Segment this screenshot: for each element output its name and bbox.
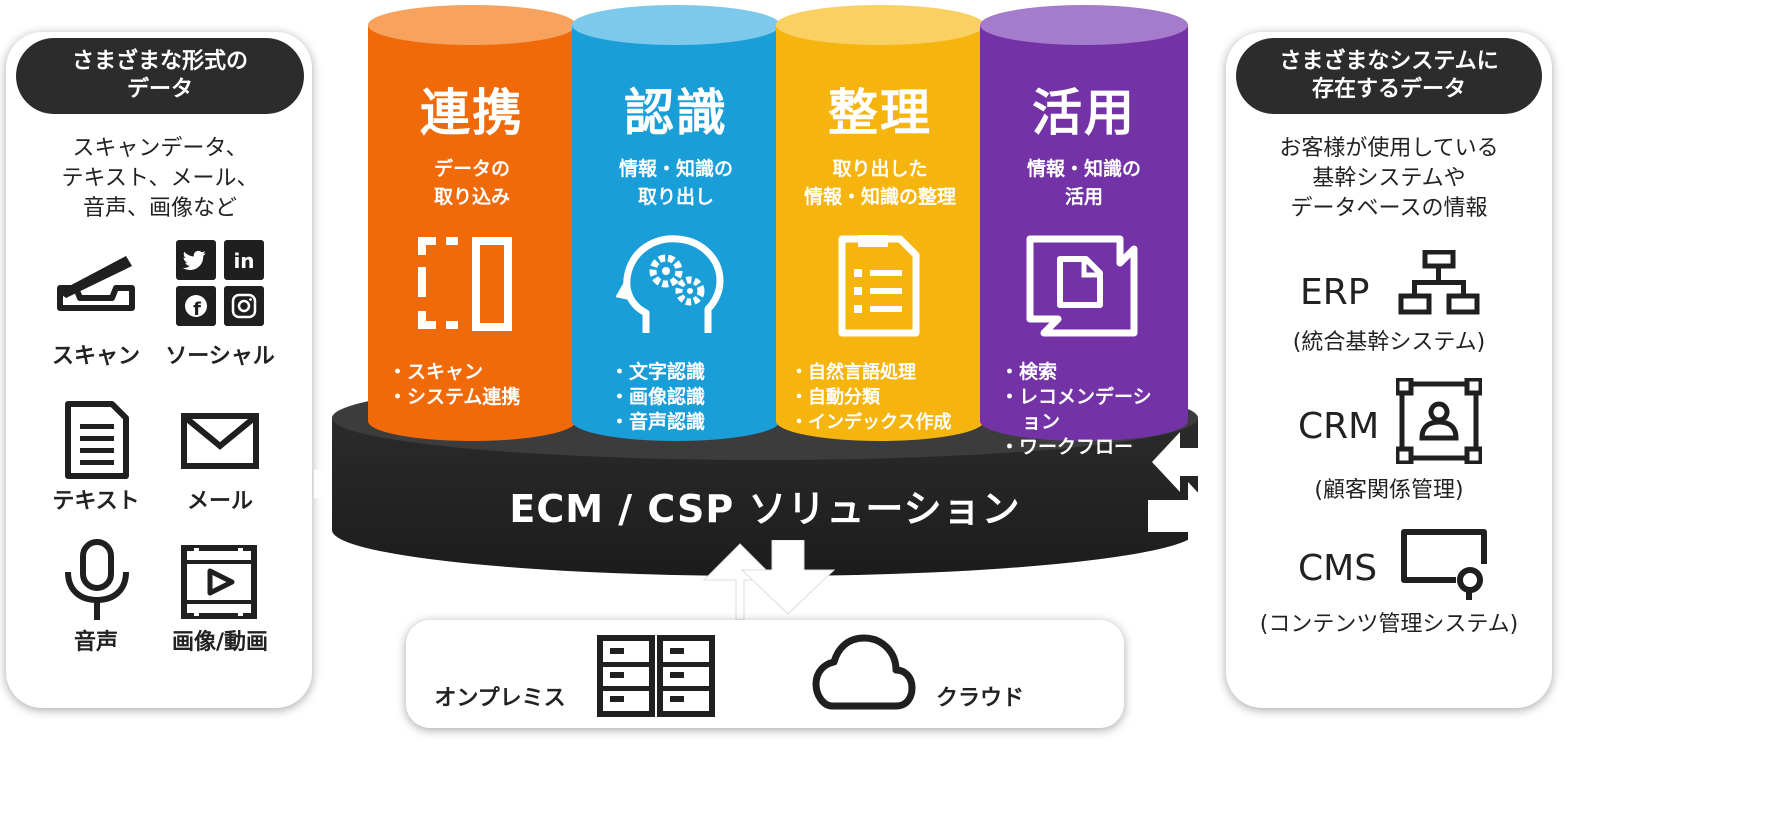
pillar-bullet: ・システム連携 xyxy=(388,386,521,408)
server-cabinet-icon xyxy=(597,635,715,717)
customer-frame-icon xyxy=(1396,378,1482,464)
up-down-arrows xyxy=(702,540,836,620)
mail-icon xyxy=(181,413,259,469)
system-name-cms: CMS xyxy=(1298,548,1378,589)
pillar-bullet: ・自然言語処理 xyxy=(790,362,916,383)
pillar-renkei: 連携 データの 取り込み ・スキャン ・システム連携 xyxy=(368,5,576,487)
left-panel xyxy=(6,32,312,708)
pillar-bullet: ・ワークフロー xyxy=(1000,436,1134,458)
twitter-icon xyxy=(176,240,216,280)
pillar-bullet: ・インデックス作成 xyxy=(790,412,952,433)
right-panel-header: さまざまなシステムに 存在するデータ xyxy=(1236,38,1542,114)
pillar-title: 活用 xyxy=(1032,84,1136,142)
document-icon xyxy=(65,401,129,479)
svg-text:f: f xyxy=(193,299,201,320)
system-description-cms: (コンテンツ管理システム) xyxy=(1259,612,1519,637)
pillar-subtitle: 情報・知識の 取り出し xyxy=(618,158,733,208)
cloud-label: クラウド xyxy=(935,686,1024,711)
monitor-search-icon xyxy=(1401,529,1487,600)
system-name-erp: ERP xyxy=(1300,272,1370,313)
item-label-audio: 音声 xyxy=(73,630,118,655)
right-panel-header-text: さまざまなシステムに 存在するデータ xyxy=(1279,49,1499,102)
item-label-text: テキスト xyxy=(52,489,140,514)
left-panel-header: さまざまな形式の データ xyxy=(16,38,304,114)
right-panel-description: お客様が使用している 基幹システムや データベースの情報 xyxy=(1279,136,1499,221)
pillar-bullet: ・音声認識 xyxy=(610,411,706,433)
pillar-bullet: ・自動分類 xyxy=(790,387,880,408)
pillar-katsuyo: 活用 情報・知識の 活用 ・検索 ・レコメンデーション ・ワークフロー xyxy=(980,5,1188,487)
brain-gears-icon xyxy=(616,235,724,333)
pillar-subtitle: データの 取り込み xyxy=(433,158,510,208)
social-media-icon: in f xyxy=(176,240,264,326)
platform-label: ECM / CSP ソリューション xyxy=(509,487,1021,531)
pillar-bullet: ・文字認識 xyxy=(610,361,706,383)
pillar-ninshiki: 認識 情報・知識の 取り出し ・文字認識 ・画像認識 ・音声認識 xyxy=(572,5,780,487)
system-description-crm: (顧客関係管理) xyxy=(1314,478,1464,503)
scanner-icon xyxy=(57,256,135,311)
pillar-subtitle: 情報・知識の 活用 xyxy=(1026,158,1141,208)
instagram-icon xyxy=(224,286,264,326)
pillar-title: 整理 xyxy=(828,84,932,142)
capture-icon xyxy=(418,237,512,331)
system-name-crm: CRM xyxy=(1298,406,1380,447)
left-panel-description: スキャンデータ、 テキスト、メール、 音声、画像など xyxy=(61,136,259,221)
document-frame-icon xyxy=(1026,235,1138,337)
item-label-image-video: 画像/動画 xyxy=(171,630,269,655)
pillar-seiri: 整理 取り出した 情報・知識の整理 ・自然言語処理 ・自動分類 ・インデックス作… xyxy=(776,5,984,487)
linkedin-icon: in xyxy=(224,240,264,280)
right-panel xyxy=(1226,32,1552,708)
pillar-bullet: ・検索 xyxy=(1000,361,1058,383)
video-icon xyxy=(181,545,257,619)
pillar-title: 連携 xyxy=(420,84,524,142)
pillar-bullet: ・スキャン xyxy=(388,361,484,383)
microphone-icon xyxy=(65,539,129,620)
item-label-mail: メール xyxy=(186,489,253,514)
left-panel-header-text: さまざまな形式の データ xyxy=(71,49,248,102)
pillar-bullets: ・自然言語処理 ・自動分類 ・インデックス作成 xyxy=(790,360,951,435)
org-chart-icon xyxy=(1398,250,1480,315)
deployment-panel xyxy=(406,620,1124,728)
pillar-bullet: ・画像認識 xyxy=(610,386,706,408)
pillar-bullets: ・検索 ・レコメンデーション ・ワークフロー xyxy=(1000,360,1170,460)
pillar-bullet: ・レコメンデーション xyxy=(1000,386,1152,433)
onpremise-label: オンプレミス xyxy=(434,686,566,711)
cloud-icon xyxy=(812,634,916,710)
pillar-bullets: ・文字認識 ・画像認識 ・音声認識 xyxy=(610,360,705,435)
pillar-subtitle: 取り出した 情報・知識の整理 xyxy=(803,158,956,208)
system-description-erp: (統合基幹システム) xyxy=(1292,330,1486,355)
item-label-social: ソーシャル xyxy=(165,344,275,369)
pillar-bullets: ・スキャン ・システム連携 xyxy=(388,360,520,410)
svg-text:in: in xyxy=(233,249,254,273)
checklist-icon xyxy=(838,235,920,337)
pillar-title: 認識 xyxy=(624,84,728,142)
facebook-icon: f xyxy=(176,286,216,326)
item-label-scan: スキャン xyxy=(51,344,140,369)
